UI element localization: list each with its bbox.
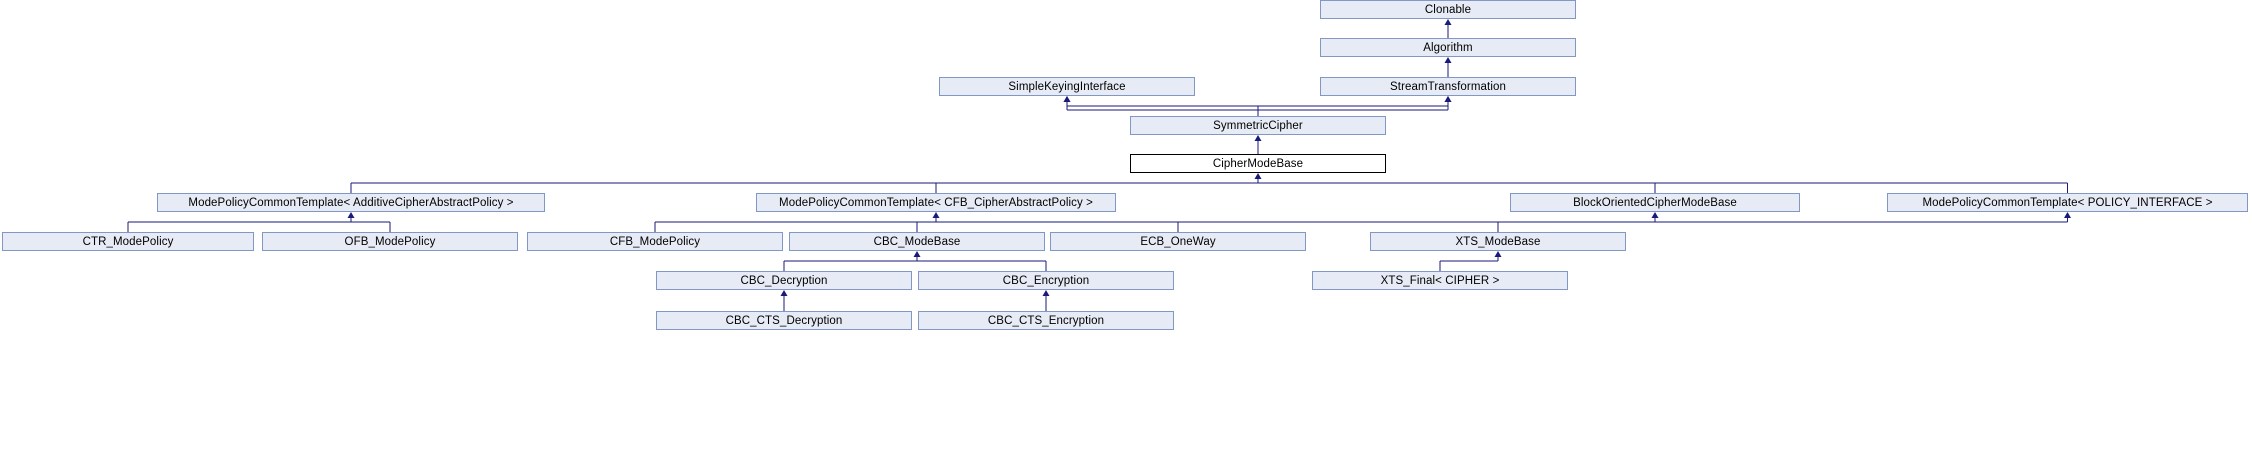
inheritance-arrowhead xyxy=(1444,19,1452,25)
inheritance-arrowhead xyxy=(1444,57,1452,63)
class-node-cbc_encryption[interactable]: CBC_Encryption xyxy=(918,271,1174,290)
class-node-label: ModePolicyCommonTemplate< CFB_CipherAbst… xyxy=(779,196,1093,209)
class-node-xts_final[interactable]: XTS_Final< CIPHER > xyxy=(1312,271,1568,290)
inheritance-arrowhead xyxy=(1444,96,1452,102)
class-node-label: SimpleKeyingInterface xyxy=(1008,80,1126,93)
class-node-label: StreamTransformation xyxy=(1390,80,1506,93)
class-node-xts_modebase[interactable]: XTS_ModeBase xyxy=(1370,232,1626,251)
class-node-label: XTS_Final< CIPHER > xyxy=(1380,274,1500,287)
class-node-label: ModePolicyCommonTemplate< POLICY_INTERFA… xyxy=(1922,196,2213,209)
inheritance-arrowhead xyxy=(347,212,355,218)
inheritance-arrowhead xyxy=(913,251,921,257)
class-node-label: CBC_ModeBase xyxy=(873,235,961,248)
class-node-label: ECB_OneWay xyxy=(1140,235,1216,248)
class-node-label: Algorithm xyxy=(1423,41,1473,54)
class-node-clonable[interactable]: Clonable xyxy=(1320,0,1576,19)
class-node-cbc_decryption[interactable]: CBC_Decryption xyxy=(656,271,912,290)
inheritance-arrowhead xyxy=(1494,251,1502,257)
class-node-cbc_cts_encryption[interactable]: CBC_CTS_Encryption xyxy=(918,311,1174,330)
class-node-symmetriccipher[interactable]: SymmetricCipher xyxy=(1130,116,1386,135)
class-node-ciphermodebase[interactable]: CipherModeBase xyxy=(1130,154,1386,173)
class-node-label: CBC_CTS_Encryption xyxy=(987,314,1105,327)
inheritance-arrowhead xyxy=(1651,212,1659,218)
inheritance-arrowhead xyxy=(2064,212,2071,218)
class-node-cfb_modepolicy[interactable]: CFB_ModePolicy xyxy=(527,232,783,251)
class-node-label: CFB_ModePolicy xyxy=(609,235,701,248)
inheritance-arrowhead xyxy=(1042,290,1050,296)
class-node-label: BlockOrientedCipherModeBase xyxy=(1573,196,1737,209)
class-node-label: SymmetricCipher xyxy=(1213,119,1303,132)
class-node-label: CTR_ModePolicy xyxy=(82,235,174,248)
class-node-label: CipherModeBase xyxy=(1212,157,1304,170)
class-node-mpct_cfb[interactable]: ModePolicyCommonTemplate< CFB_CipherAbst… xyxy=(756,193,1116,212)
class-node-label: CBC_Encryption xyxy=(1002,274,1090,287)
class-node-label: CBC_CTS_Decryption xyxy=(725,314,843,327)
class-node-ecb_oneway[interactable]: ECB_OneWay xyxy=(1050,232,1306,251)
inheritance-arrowhead xyxy=(1254,135,1262,141)
class-node-label: XTS_ModeBase xyxy=(1455,235,1541,248)
inheritance-arrowhead xyxy=(932,212,940,218)
class-node-streamtransform[interactable]: StreamTransformation xyxy=(1320,77,1576,96)
class-node-label: Clonable xyxy=(1424,3,1472,16)
class-node-simplekeying[interactable]: SimpleKeyingInterface xyxy=(939,77,1195,96)
class-node-algorithm[interactable]: Algorithm xyxy=(1320,38,1576,57)
class-node-label: OFB_ModePolicy xyxy=(344,235,436,248)
class-node-cbc_modebase[interactable]: CBC_ModeBase xyxy=(789,232,1045,251)
inheritance-arrowhead xyxy=(780,290,788,296)
class-node-mpct_additive[interactable]: ModePolicyCommonTemplate< AdditiveCipher… xyxy=(157,193,545,212)
class-node-mpct_policy_iface[interactable]: ModePolicyCommonTemplate< POLICY_INTERFA… xyxy=(1887,193,2248,212)
inheritance-arrowhead xyxy=(1254,173,1262,179)
class-node-blockoriented[interactable]: BlockOrientedCipherModeBase xyxy=(1510,193,1800,212)
class-node-ctr_modepolicy[interactable]: CTR_ModePolicy xyxy=(2,232,254,251)
class-node-label: ModePolicyCommonTemplate< AdditiveCipher… xyxy=(188,196,514,209)
class-node-ofb_modepolicy[interactable]: OFB_ModePolicy xyxy=(262,232,518,251)
class-node-cbc_cts_decryption[interactable]: CBC_CTS_Decryption xyxy=(656,311,912,330)
inheritance-arrowhead xyxy=(1063,96,1071,102)
class-node-label: CBC_Decryption xyxy=(740,274,828,287)
